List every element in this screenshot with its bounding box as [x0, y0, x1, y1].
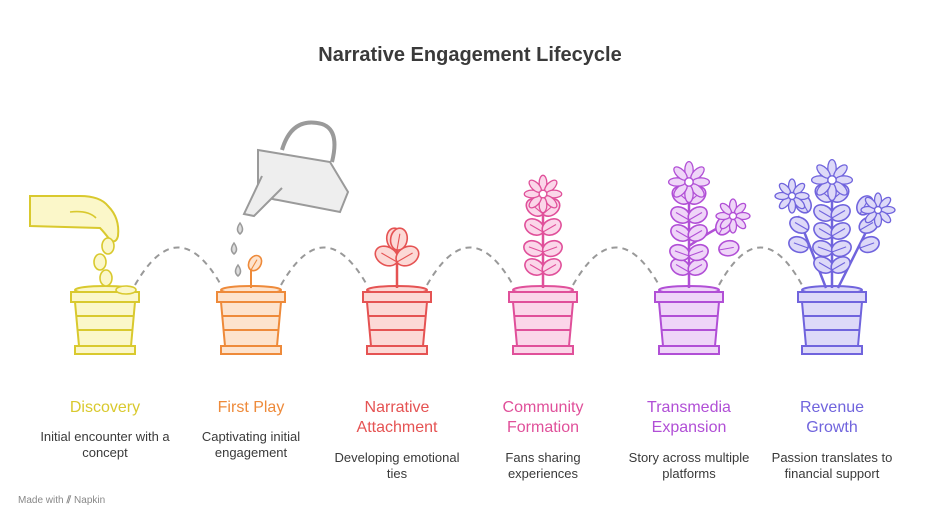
pot-rim: [654, 291, 724, 303]
pot-4: [508, 285, 578, 355]
pot-rim: [508, 291, 578, 303]
seedling-icon: [374, 227, 420, 288]
pot-body: [73, 301, 137, 347]
pots-group: [70, 285, 867, 355]
leaf-icon: [687, 206, 708, 224]
hand-shape: [29, 195, 120, 243]
pot-base: [366, 345, 428, 355]
leaf-icon: [830, 222, 851, 240]
pot-6: [797, 285, 867, 355]
stage-label: Narrative Attachment: [356, 399, 438, 436]
pot-base: [74, 345, 136, 355]
stage-description: Developing emotional ties: [334, 450, 460, 481]
dashed-connector: [718, 246, 803, 286]
pot-body: [511, 301, 575, 347]
leaf-icon: [541, 218, 562, 236]
leaf-icon: [541, 239, 563, 258]
seed-icon: [115, 285, 137, 295]
water-drop-icon: [230, 241, 238, 255]
leaf-icon: [687, 224, 708, 242]
leaf-icon: [523, 239, 545, 258]
can-spout: [242, 175, 283, 218]
stage-label: Revenue Growth: [799, 399, 865, 436]
pot-3: [362, 285, 432, 355]
can-handle: [280, 120, 337, 163]
flower-icon: [667, 160, 711, 204]
pot-body: [365, 301, 429, 347]
extras-group: [29, 120, 896, 295]
dashed-connector: [134, 246, 222, 286]
flower-icon: [715, 198, 751, 234]
stage-description: Captivating initial engagement: [201, 429, 301, 460]
seed-icon: [101, 237, 115, 255]
watermark-brand: Napkin: [74, 495, 106, 506]
pot-5: [654, 285, 724, 355]
sprout-icon: [247, 254, 263, 288]
pot-base: [512, 345, 574, 355]
leaf-icon: [687, 243, 709, 262]
flower-icon: [810, 158, 854, 202]
bushy-plant-icon: [667, 160, 751, 288]
watermark-prefix: Made with: [18, 495, 64, 506]
water-drop-icon: [234, 263, 242, 277]
stage-label: Community Formation: [502, 399, 584, 436]
pot-base: [658, 345, 720, 355]
leaf-icon: [830, 204, 851, 222]
pot-base: [801, 345, 863, 355]
leaf-icon: [718, 239, 740, 257]
pot-1: [70, 285, 140, 355]
dashed-connector: [426, 246, 514, 286]
stage-description: Fans sharing experiences: [505, 450, 581, 481]
flower-icon: [860, 192, 896, 228]
finger-line: [69, 210, 97, 219]
leaf-icon: [830, 239, 852, 258]
flowering-plant-icon: [523, 174, 563, 288]
leaf-icon: [524, 258, 545, 276]
seed-icon: [99, 269, 113, 287]
dashed-connector: [572, 246, 660, 286]
leaf-icon: [669, 243, 691, 262]
pot-body: [657, 301, 721, 347]
leaf-icon: [788, 235, 810, 254]
leaf-icon: [670, 206, 691, 224]
pot-body: [800, 301, 864, 347]
leaf-icon: [858, 235, 880, 254]
leaf-icon: [830, 256, 851, 274]
stage-description: Passion translates to financial support: [771, 450, 893, 481]
pot-base: [220, 345, 282, 355]
stage-label: Discovery: [69, 399, 141, 416]
stage-description: Initial encounter with a concept: [40, 429, 170, 460]
seed-icon: [93, 253, 107, 271]
dashed-connectors: [134, 246, 803, 286]
leaf-icon: [789, 216, 810, 234]
pot-body: [219, 301, 283, 347]
flower-icon: [523, 174, 563, 214]
stage-label: Transmedia Expansion: [647, 399, 731, 436]
leaf-icon: [541, 258, 562, 276]
napkin-logo-icon: ⫽: [66, 495, 72, 506]
pot-rim: [797, 291, 867, 303]
stage-description: Story across multiple platforms: [628, 450, 750, 481]
leaf-icon: [247, 254, 263, 272]
diagram-title: Narrative Engagement Lifecycle: [318, 44, 622, 66]
watering-can-icon: [230, 120, 350, 277]
hand-dropping-seeds-icon: [29, 195, 137, 295]
flower-icon: [774, 178, 810, 214]
watermark: Made with ⫽ Napkin: [18, 495, 105, 506]
leaf-icon: [389, 227, 409, 251]
water-drop-icon: [236, 221, 244, 235]
pot-rim: [362, 291, 432, 303]
full-bloom-plant-icon: [774, 158, 896, 289]
stage-label: First Play: [217, 399, 285, 416]
pot-2: [216, 285, 286, 355]
leaf-icon: [813, 256, 834, 274]
dashed-connector: [280, 246, 368, 286]
pot-rim: [216, 291, 286, 303]
